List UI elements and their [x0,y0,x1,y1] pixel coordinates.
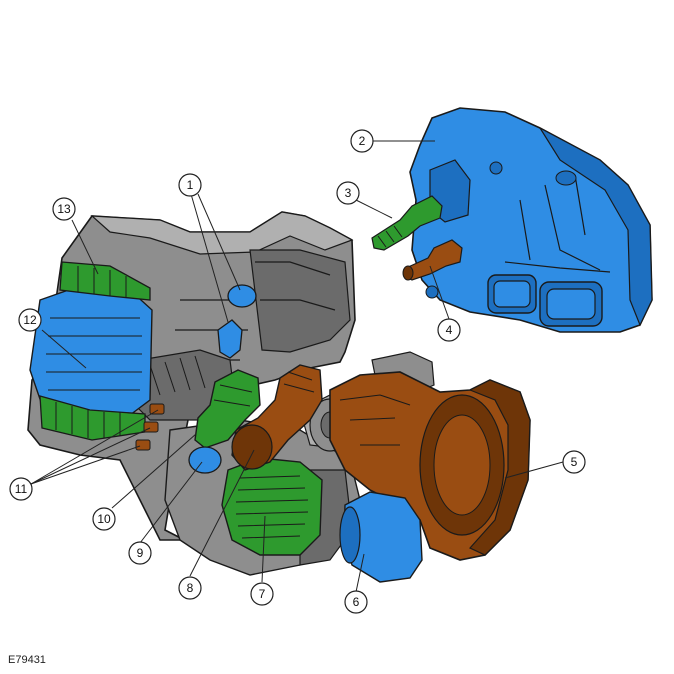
callout-circle [344,590,368,614]
callout-label: 3 [345,186,352,200]
callout-label: 13 [57,202,71,216]
callout-label: 12 [23,313,37,327]
callout-1: 1 [178,173,202,197]
green-pin [371,195,443,251]
brown-piston [231,364,323,471]
callout-10: 10 [92,507,116,531]
callout-3: 3 [336,181,360,205]
callout-12: 12 [18,308,42,332]
callout-11: 11 [9,477,33,501]
callout-circle [336,181,360,205]
callout-label: 11 [15,482,28,496]
figure-id: E79431 [8,654,46,666]
green-fins-top [59,261,151,301]
callout-2: 2 [350,129,374,153]
callout-13: 13 [52,197,76,221]
callout-label: 2 [359,134,366,148]
blue-pistons [217,284,257,359]
leader-lines [30,140,564,593]
callout-label: 8 [187,581,194,595]
callout-label: 9 [137,546,144,560]
callout-label: 1 [187,178,194,192]
brown-pin [402,239,463,281]
callout-7: 7 [250,582,274,606]
callout-6: 6 [344,590,368,614]
callout-label: 6 [353,595,360,609]
callout-circle [9,477,33,501]
callout-9: 9 [128,541,152,565]
callout-circle [437,318,461,342]
callout-label: 5 [571,455,578,469]
callout-circle [52,197,76,221]
callout-circle [128,541,152,565]
green-valve [194,369,261,449]
callout-label: 4 [446,323,453,337]
callout-circle [178,576,202,600]
callout-4: 4 [437,318,461,342]
green-coil [221,457,323,556]
left-hub [29,285,153,419]
blue-cylinder [339,491,423,583]
callout-label: 10 [97,512,111,526]
callout-5: 5 [562,450,586,474]
blue-cap [188,446,222,474]
bell-housing [329,371,531,561]
small-brown-parts [135,403,165,451]
callout-circle [250,582,274,606]
control-module [409,107,653,333]
callout-circle [562,450,586,474]
callout-circle [178,173,202,197]
callout-circle [350,129,374,153]
callout-circle [92,507,116,531]
callout-label: 7 [259,587,266,601]
callout-circle [18,308,42,332]
callout-8: 8 [178,576,202,600]
